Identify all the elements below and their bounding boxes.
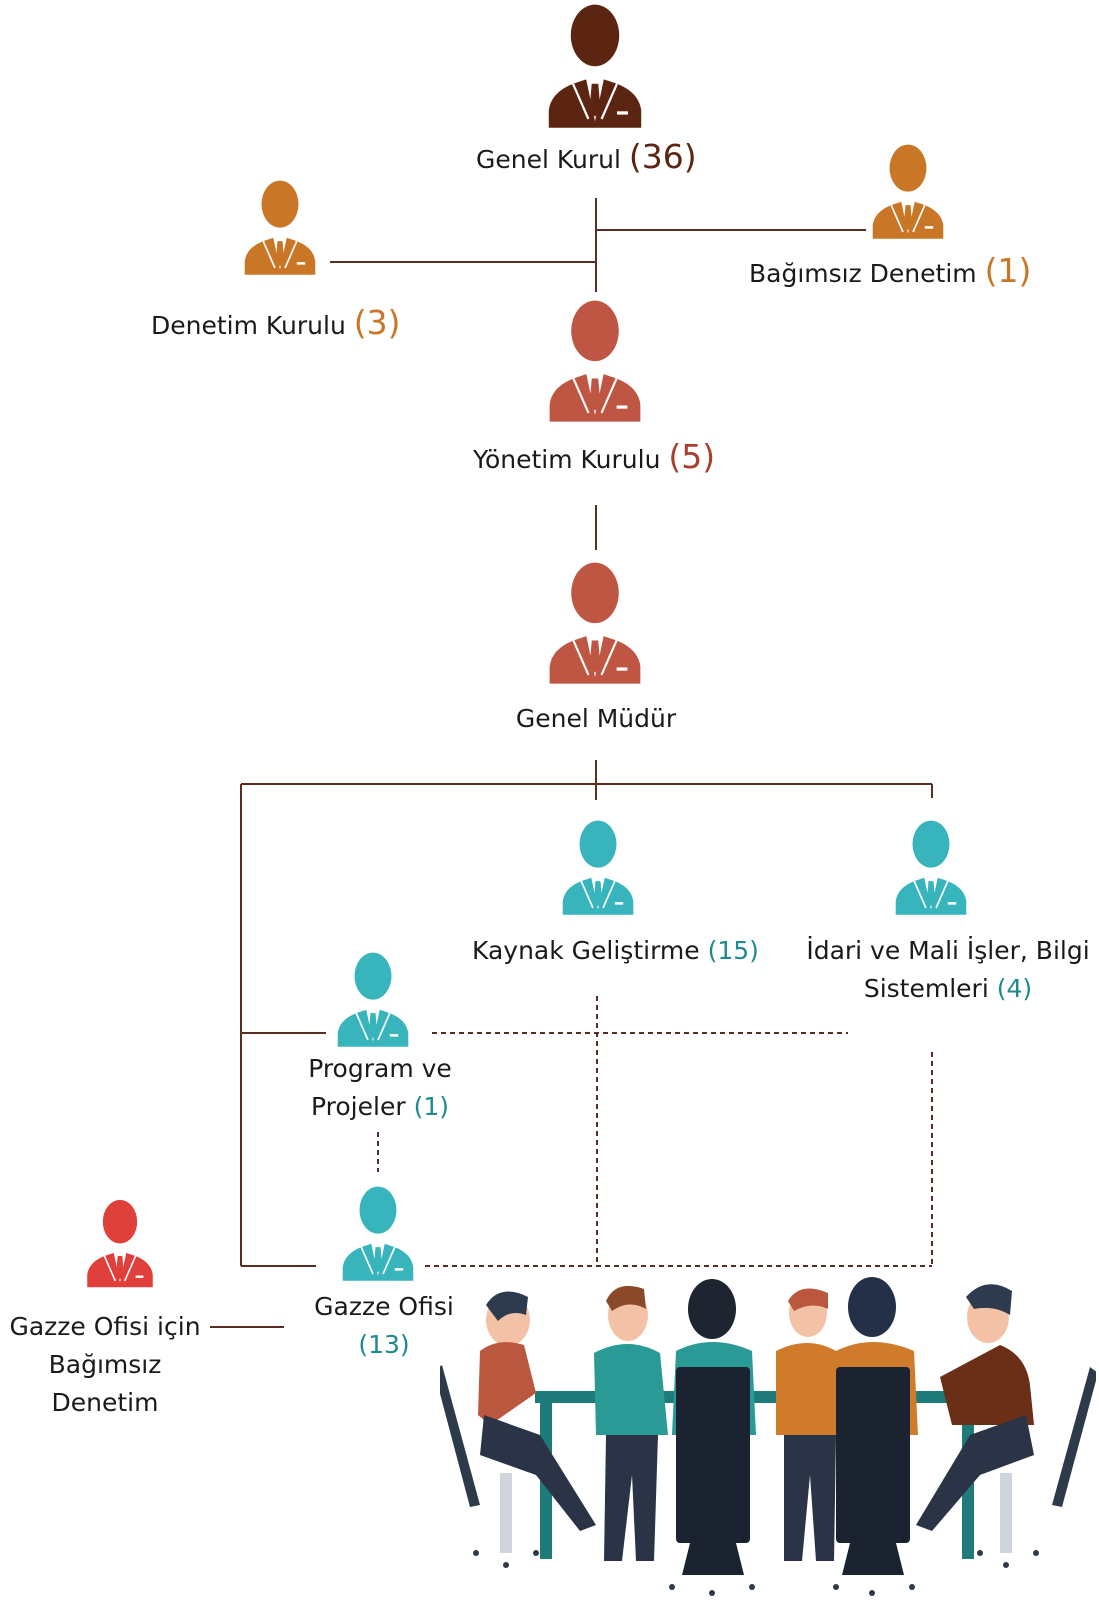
person-icon xyxy=(562,820,634,915)
node-name: Yönetim Kurulu xyxy=(473,445,661,474)
node-name-line1: Program ve xyxy=(308,1054,452,1083)
node-name-line2: Bağımsız xyxy=(48,1350,162,1379)
person-icon xyxy=(895,820,967,915)
person-icon xyxy=(244,180,316,275)
node-count: (36) xyxy=(628,137,697,176)
node-count: (13) xyxy=(358,1330,410,1359)
node-count: (1) xyxy=(413,1092,449,1121)
node-genel-mudur: Genel Müdür xyxy=(496,700,696,738)
node-name: Genel Müdür xyxy=(515,704,677,733)
node-name: Bağımsız Denetim xyxy=(749,259,977,288)
node-name-line2: Projeler xyxy=(311,1092,406,1121)
person-icon xyxy=(548,4,642,128)
node-count: (15) xyxy=(707,936,759,965)
person-icon xyxy=(87,1199,153,1288)
node-kaynak-gelistirme: Kaynak Geliştirme (15) xyxy=(472,932,772,970)
node-denetim-kurulu: Denetim Kurulu (3) xyxy=(151,304,431,345)
meeting-table-illustration xyxy=(440,1277,1096,1596)
person-icon xyxy=(872,144,944,239)
node-name-line1: Gazze Ofisi için xyxy=(9,1312,201,1341)
node-count: (1) xyxy=(984,251,1032,290)
node-count: (5) xyxy=(668,437,716,476)
node-name-line2: Sistemleri xyxy=(863,974,989,1003)
node-name-line3: Denetim xyxy=(51,1388,159,1417)
node-name: Kaynak Geliştirme xyxy=(472,936,700,965)
node-idari-mali: İdari ve Mali İşler, Bilgi Sistemleri (4… xyxy=(800,932,1096,1008)
node-name: Denetim Kurulu xyxy=(151,311,346,340)
node-bagimsiz-denetim: Bağımsız Denetim (1) xyxy=(749,252,1049,293)
node-program-projeler: Program ve Projeler (1) xyxy=(290,1050,470,1126)
node-gazze-ofisi: Gazze Ofisi (13) xyxy=(294,1288,474,1364)
node-name-line1: Gazze Ofisi xyxy=(314,1292,454,1321)
node-name-line1: İdari ve Mali İşler, Bilgi xyxy=(806,936,1090,965)
person-icon xyxy=(342,1186,414,1281)
node-yonetim-kurulu: Yönetim Kurulu (5) xyxy=(473,438,753,479)
node-gazze-denetim: Gazze Ofisi için Bağımsız Denetim xyxy=(0,1308,210,1422)
person-icon xyxy=(549,562,641,684)
person-icon xyxy=(549,300,641,422)
node-count: (3) xyxy=(353,303,401,342)
person-icon xyxy=(337,952,409,1047)
node-count: (4) xyxy=(996,974,1033,1003)
node-genel-kurul: Genel Kurul (36) xyxy=(476,138,716,179)
node-name: Genel Kurul xyxy=(476,145,621,174)
